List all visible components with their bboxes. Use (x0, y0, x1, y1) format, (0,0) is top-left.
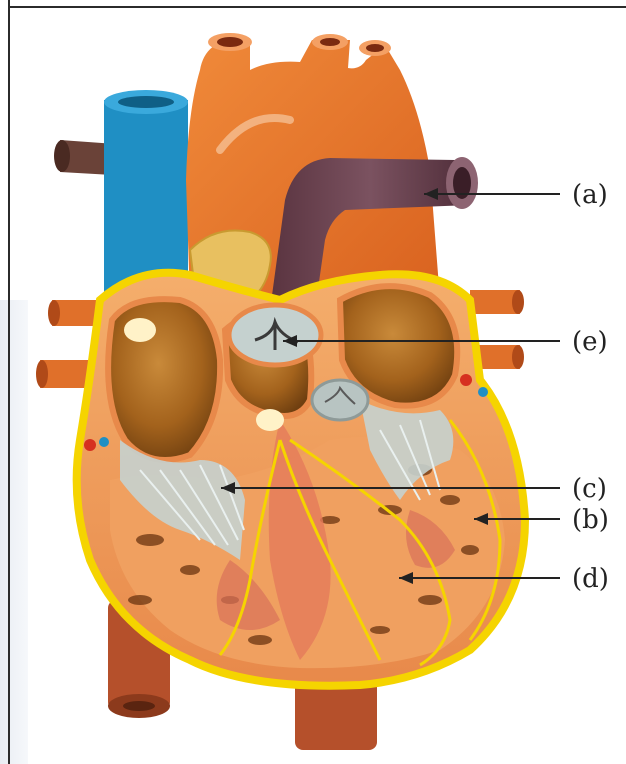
label-a-text: (a) (572, 180, 608, 210)
label-b-text: (b) (572, 505, 609, 535)
pulmonary-valve (229, 305, 321, 365)
label-c-text: (c) (572, 474, 607, 504)
right-atrium (108, 299, 220, 460)
aortic-valve (312, 380, 368, 420)
label-e-text: (e) (572, 327, 608, 357)
label-d-text: (d) (572, 564, 609, 594)
